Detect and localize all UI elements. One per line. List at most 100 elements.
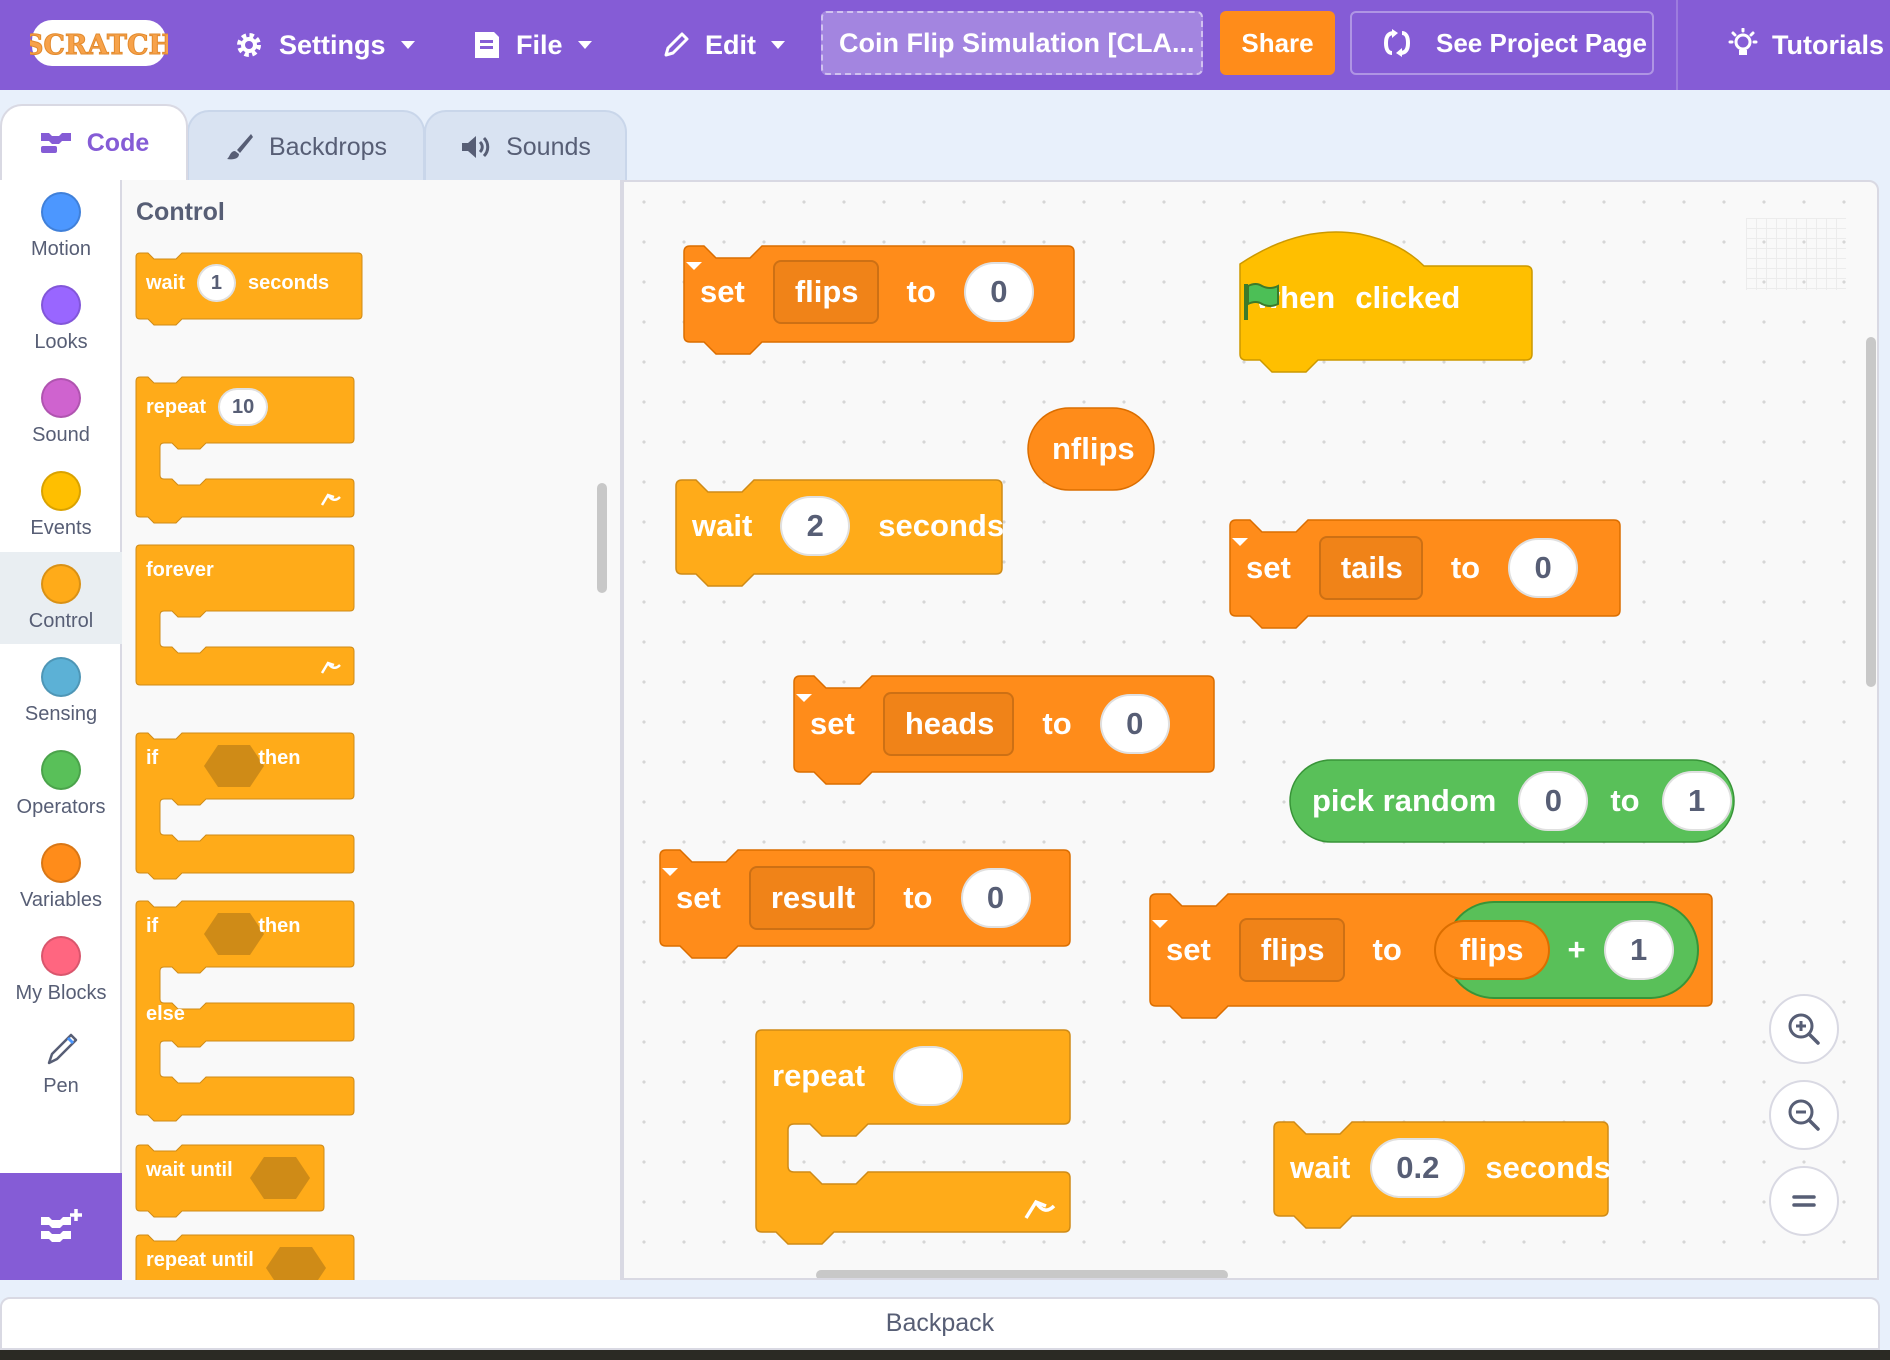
random-to-input[interactable]: 1 — [1661, 771, 1732, 831]
backpack-bar[interactable]: Backpack — [0, 1297, 1880, 1350]
category-sensing[interactable]: Sensing — [0, 645, 122, 737]
chevron-down-icon — [662, 868, 678, 876]
palette-wait-input[interactable]: 1 — [196, 264, 237, 302]
motion-dot-icon — [41, 191, 81, 232]
add-extension-icon — [41, 1208, 82, 1242]
palette-if-label: if — [146, 915, 159, 937]
variable-name: tails — [1340, 550, 1403, 585]
category-label: My Blocks — [15, 981, 107, 1004]
loop-arrow-icon — [320, 661, 341, 674]
tab-code[interactable]: Code — [0, 104, 188, 180]
workspace-horizontal-scrollbar[interactable] — [816, 1270, 1228, 1278]
random-from-input[interactable]: 0 — [1518, 771, 1589, 831]
set-label: set — [1246, 550, 1291, 585]
palette-repeat-input[interactable]: 10 — [218, 388, 269, 426]
palette-scrollbar[interactable] — [597, 483, 607, 593]
events-dot-icon — [41, 470, 81, 511]
seconds-input[interactable]: 0.2 — [1370, 1138, 1466, 1198]
set-label: set — [700, 274, 745, 309]
category-events[interactable]: Events — [0, 459, 122, 551]
value-input[interactable]: 0 — [960, 868, 1031, 928]
category-my-blocks[interactable]: My Blocks — [0, 924, 122, 1016]
settings-menu[interactable]: Settings — [233, 0, 416, 90]
category-control[interactable]: Control — [0, 552, 122, 644]
chevron-down-icon — [771, 41, 785, 49]
addend-input[interactable]: 1 — [1603, 920, 1674, 980]
addition-reporter[interactable]: flips + 1 — [1433, 920, 1674, 980]
value-input[interactable]: 0 — [1508, 538, 1579, 598]
zoom-out-button[interactable] — [1769, 1080, 1839, 1150]
share-button[interactable]: Share — [1220, 11, 1335, 75]
category-pen[interactable]: Pen — [0, 1017, 122, 1109]
to-label: to — [1610, 783, 1640, 818]
value-input[interactable]: 0 — [963, 262, 1034, 322]
script-workspace[interactable]: set flips to 0 when clicked nflips — [622, 180, 1879, 1280]
looks-dot-icon — [41, 284, 81, 325]
variables-dot-icon — [41, 842, 81, 883]
chevron-down-icon — [796, 694, 812, 702]
variable-name: result — [770, 880, 856, 915]
zoom-in-button[interactable] — [1769, 994, 1839, 1064]
category-operators[interactable]: Operators — [0, 738, 122, 830]
clicked-label: clicked — [1355, 280, 1461, 315]
category-label: Sensing — [24, 702, 98, 725]
seconds-label: seconds — [878, 508, 1005, 543]
workspace-minimap — [1746, 218, 1846, 290]
value-input[interactable]: 0 — [1099, 694, 1170, 754]
condition-slot — [250, 1157, 310, 1199]
block-palette: Control wait 1 seconds repeat 10 fo — [122, 180, 622, 1280]
palette-repeat-label: repeat — [146, 395, 207, 418]
tab-sounds-label: Sounds — [506, 132, 591, 161]
plus-label: + — [1567, 932, 1586, 967]
variable-name: flips — [794, 274, 859, 309]
zoom-reset-button[interactable] — [1769, 1166, 1839, 1236]
palette-if-label: if — [146, 747, 159, 769]
variable-dropdown[interactable]: result — [662, 866, 876, 930]
variable-name: flips — [1260, 932, 1325, 967]
pick-random-label: pick random — [1312, 783, 1497, 818]
repeat-label: repeat — [772, 1058, 866, 1093]
set-label: set — [676, 880, 721, 915]
category-variables[interactable]: Variables — [0, 831, 122, 923]
menu-divider — [1676, 0, 1678, 90]
condition-slot — [204, 913, 264, 955]
variable-dropdown[interactable]: flips — [686, 260, 879, 324]
scratch-logo[interactable]: SCRATCH — [24, 16, 175, 70]
variable-dropdown[interactable]: tails — [1232, 536, 1423, 600]
loop-arrow-icon — [1024, 1199, 1056, 1219]
category-sound[interactable]: Sound — [0, 366, 122, 458]
workspace-vertical-scrollbar[interactable] — [1866, 337, 1876, 687]
flips-variable-reporter[interactable]: flips — [1433, 920, 1550, 980]
sensing-dot-icon — [41, 656, 81, 697]
category-label: Looks — [34, 330, 88, 353]
to-label: to — [1372, 932, 1402, 967]
to-label: to — [906, 274, 936, 309]
chevron-down-icon — [400, 41, 415, 49]
category-motion[interactable]: Motion — [0, 180, 122, 272]
green-flag-icon — [1244, 283, 1279, 320]
control-dot-icon — [41, 563, 81, 604]
palette-wait-label: wait — [146, 271, 185, 294]
tab-backdrops[interactable]: Backdrops — [187, 110, 425, 182]
tutorials-button[interactable]: Tutorials — [1726, 0, 1884, 90]
see-project-page-button[interactable]: See Project Page — [1350, 11, 1654, 75]
desktop-strip — [0, 1350, 1890, 1360]
variable-dropdown[interactable]: heads — [796, 692, 1015, 756]
add-extension-button[interactable] — [0, 1173, 122, 1280]
edit-menu[interactable]: Edit — [661, 0, 786, 90]
sound-dot-icon — [41, 377, 81, 418]
to-label: to — [1450, 550, 1481, 585]
tutorials-label: Tutorials — [1772, 29, 1885, 60]
file-menu[interactable]: File — [472, 0, 593, 90]
lightbulb-icon — [1728, 28, 1758, 55]
chevron-down-icon — [1232, 538, 1248, 546]
category-label: Operators — [16, 795, 106, 818]
palette-else-label: else — [146, 1003, 185, 1025]
swap-arrows-icon — [1383, 29, 1411, 57]
repeat-count-input[interactable] — [893, 1046, 964, 1106]
seconds-input[interactable]: 2 — [780, 496, 851, 556]
variable-dropdown[interactable]: flips — [1152, 918, 1345, 982]
tab-sounds[interactable]: Sounds — [424, 110, 627, 182]
category-looks[interactable]: Looks — [0, 273, 122, 365]
project-title-input[interactable]: Coin Flip Simulation [CLA... — [821, 11, 1203, 75]
